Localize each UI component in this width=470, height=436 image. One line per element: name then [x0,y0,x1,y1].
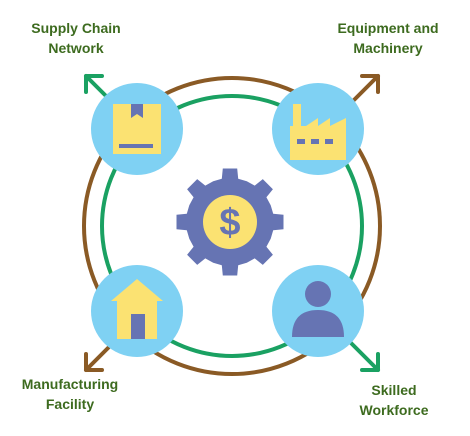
node-workforce [272,265,364,357]
label-supply-chain-network: Supply Chain Network [31,20,121,56]
label-manufacturing-facility: Manufacturing Facility [21,376,119,412]
factory-icon [290,104,346,160]
outer-ring [82,76,382,376]
gear-dollar-icon: $ [176,168,284,276]
node-supply-chain [91,83,183,175]
node-equipment [272,83,364,175]
person-icon [292,281,344,337]
box-icon [113,104,161,154]
node-facility [91,265,183,357]
dollar-symbol: $ [219,202,240,244]
inner-ring [100,94,364,358]
label-skilled-workforce: Skilled Workforce [359,382,429,418]
label-equipment-and-machinery: Equipment and Machinery [337,20,439,56]
house-icon [111,279,163,339]
coin-circle [203,195,257,249]
